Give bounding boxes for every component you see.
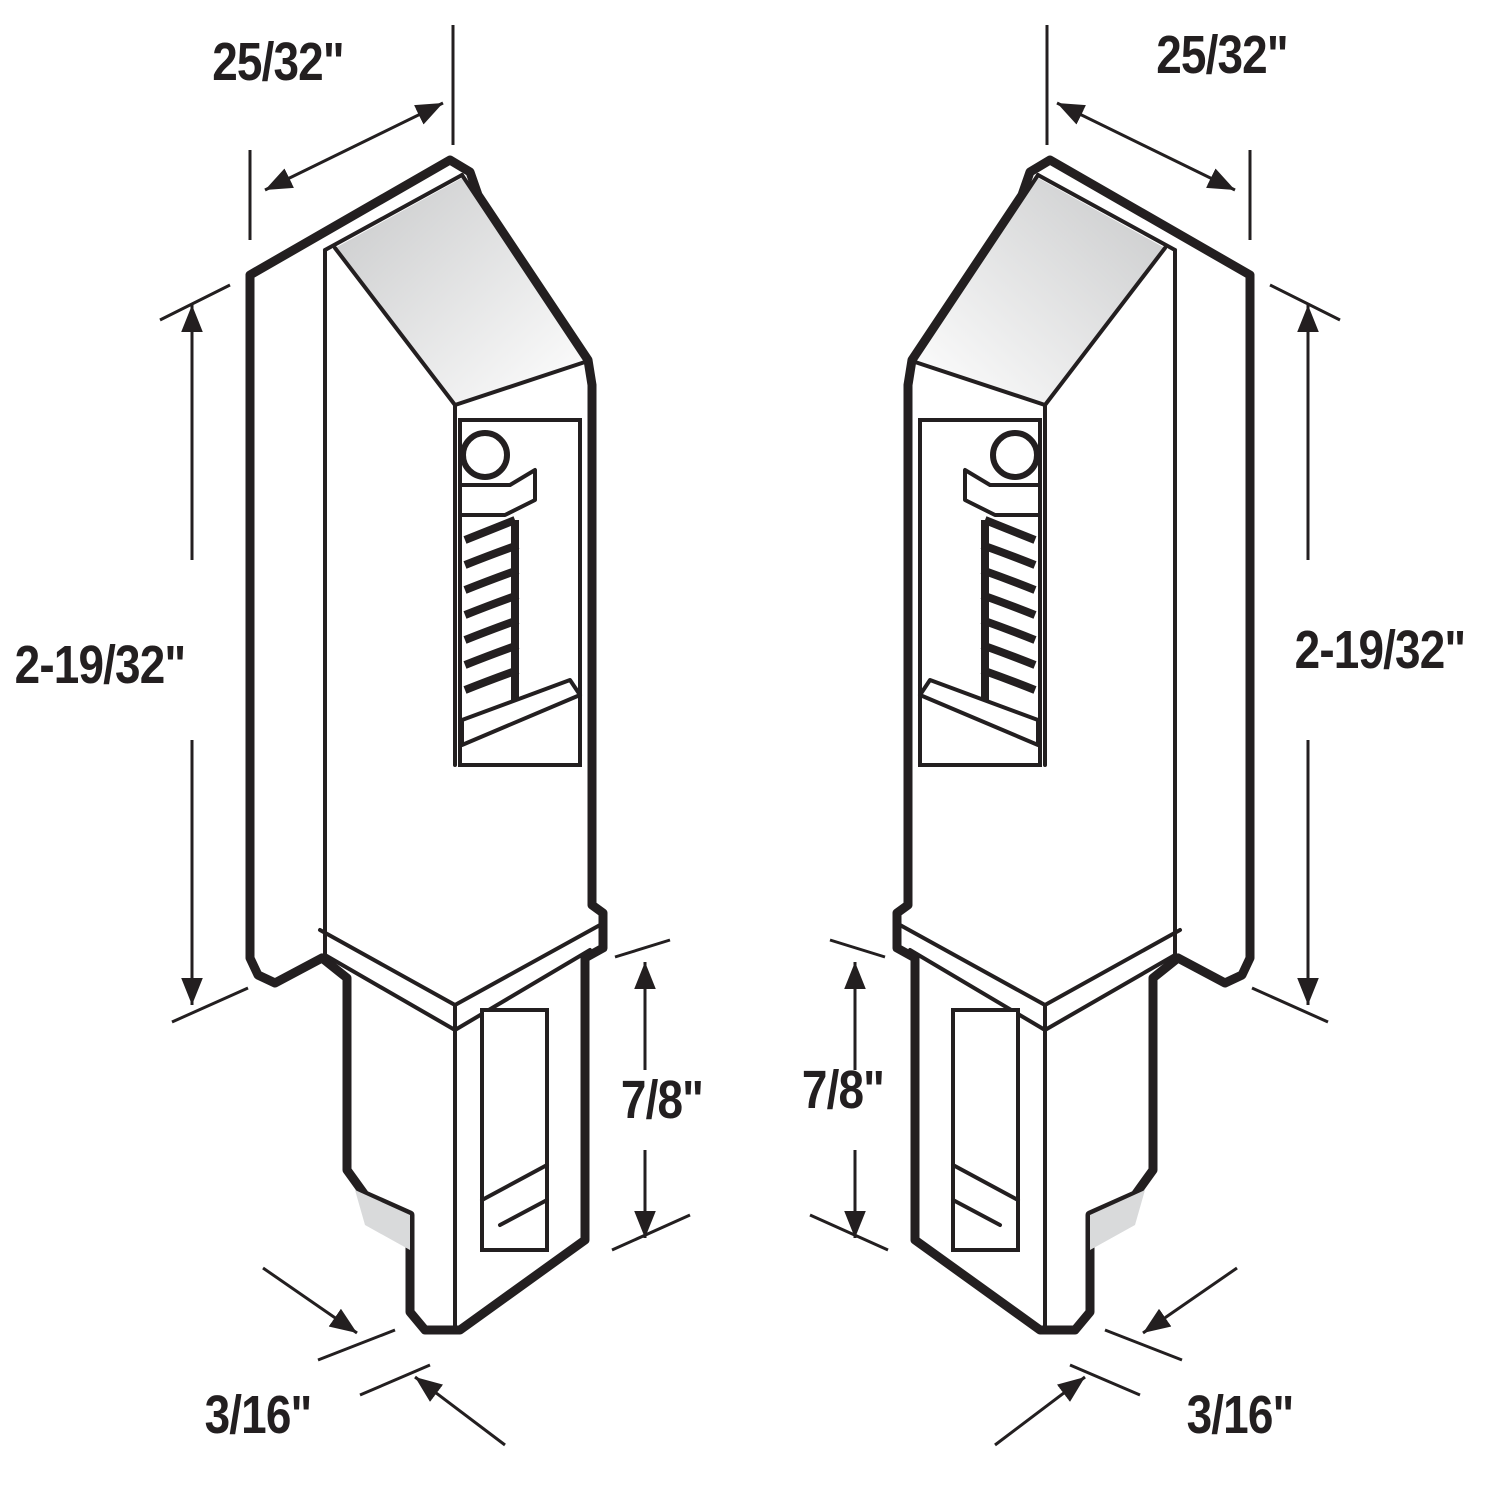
right-width-label: 25/32" — [1156, 25, 1288, 85]
right-tongue-label: 7/8" — [801, 1060, 885, 1120]
right-height-label: 2-19/32" — [1294, 620, 1466, 680]
left-tongue-label: 7/8" — [620, 1070, 704, 1130]
right-pivot — [810, 25, 1340, 1445]
left-height-label: 2-19/32" — [14, 635, 186, 695]
right-tip-label: 3/16" — [1186, 1385, 1295, 1445]
left-width-label: 25/32" — [212, 32, 344, 92]
left-pivot — [160, 25, 690, 1445]
left-tip-label: 3/16" — [204, 1385, 313, 1445]
